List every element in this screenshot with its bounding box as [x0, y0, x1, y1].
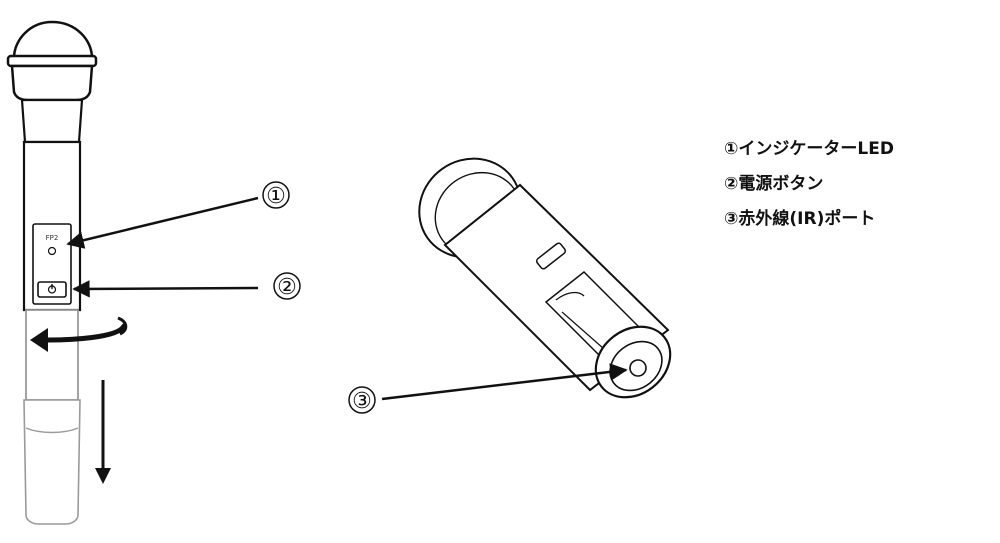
down-arrow-icon	[95, 380, 111, 484]
parts-legend: ①インジケーターLED ②電源ボタン ③赤外線(IR)ポート	[724, 136, 894, 241]
microphone-front-view: FP2	[6, 20, 128, 525]
callout-indicator: ①	[66, 181, 290, 249]
microphone-grille	[12, 20, 94, 60]
device-model-label: FP2	[46, 234, 59, 242]
microphone-angled-view	[418, 157, 672, 399]
grille-lower	[10, 64, 94, 102]
callout-marker-3: ③	[352, 389, 372, 414]
panel-slot	[535, 242, 567, 270]
power-button	[37, 281, 67, 298]
rotate-arrow-icon	[30, 316, 128, 352]
grille-band	[6, 54, 98, 68]
legend-item-indicator: ①インジケーターLED	[724, 139, 894, 159]
callout-marker-2: ②	[277, 275, 297, 300]
ir-port	[629, 359, 647, 377]
microphone-neck	[20, 98, 84, 144]
callout-ir-port: ③	[348, 363, 628, 414]
callout-power: ②	[72, 272, 301, 300]
legend-item-power: ②電源ボタン	[724, 174, 824, 194]
battery-sleeve	[23, 309, 81, 525]
indicator-led	[47, 246, 57, 256]
legend-item-ir-port: ③赤外線(IR)ポート	[724, 209, 876, 229]
callout-marker-1: ①	[266, 184, 286, 209]
